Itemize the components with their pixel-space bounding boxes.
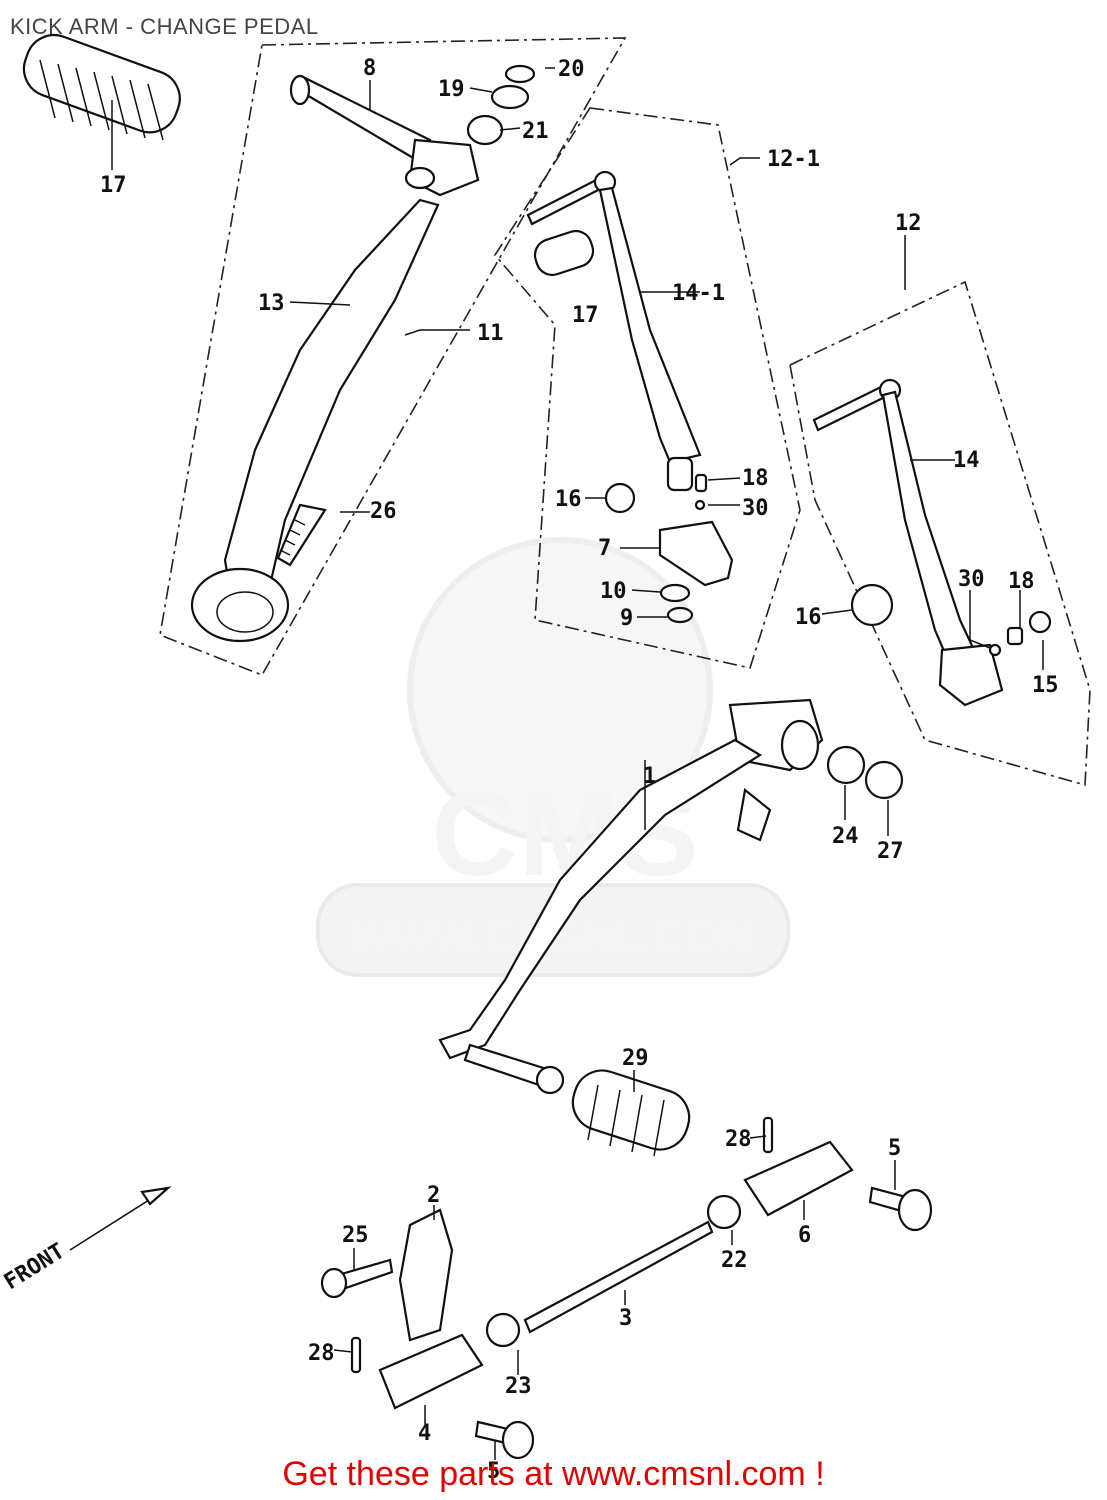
callout-18b: 18 xyxy=(1008,569,1035,594)
callout-7: 7 xyxy=(598,536,611,561)
front-direction-arrow: FRONT xyxy=(0,1186,172,1295)
part-24-washer xyxy=(826,745,866,785)
callout-5b: 5 xyxy=(487,1459,500,1484)
callout-23: 23 xyxy=(505,1374,532,1399)
callout-24: 24 xyxy=(832,824,859,849)
callout-12-1: 12-1 xyxy=(767,147,820,172)
part-25-bolt xyxy=(320,1258,394,1299)
callout-17: 17 xyxy=(100,173,127,198)
leader-lines xyxy=(111,67,1044,1460)
part-26-bolt xyxy=(276,503,327,567)
part-7-arm xyxy=(658,520,734,587)
part-4-joint xyxy=(378,1333,484,1410)
callout-9: 9 xyxy=(620,606,633,631)
part-2-arm xyxy=(398,1208,454,1342)
part-6-joint xyxy=(743,1140,854,1217)
callout-28: 28 xyxy=(725,1127,752,1152)
part-27-nut xyxy=(864,760,904,800)
front-label: FRONT xyxy=(0,1239,69,1295)
callout-19: 19 xyxy=(438,77,465,102)
part-19-washer xyxy=(490,84,530,110)
footer-promo-link[interactable]: Get these parts at www.cmsnl.com ! xyxy=(282,1455,825,1493)
callout-11: 11 xyxy=(477,321,504,346)
part-5-pin-b xyxy=(474,1420,535,1460)
part-17-grip-small xyxy=(533,229,595,277)
part-21-seal xyxy=(466,114,504,146)
part-18-spring xyxy=(694,473,708,493)
callout-14: 14 xyxy=(953,448,980,473)
part-28-pin xyxy=(762,1116,774,1154)
kick-arm-group-outline xyxy=(159,37,627,676)
callout-21: 21 xyxy=(522,119,549,144)
page-title: KICK ARM - CHANGE PEDAL xyxy=(10,14,319,39)
part-17-grip xyxy=(22,33,181,141)
callout-16b: 16 xyxy=(795,605,822,630)
callout-8: 8 xyxy=(363,56,376,81)
callout-4: 4 xyxy=(418,1421,431,1446)
callout-10: 10 xyxy=(600,579,627,604)
part-20-washer xyxy=(504,64,536,84)
callout-3: 3 xyxy=(619,1306,632,1331)
callout-30: 30 xyxy=(742,496,769,521)
callout-27: 27 xyxy=(877,839,904,864)
change-pedal-group-12-1-outline xyxy=(494,107,801,669)
part-9-clip xyxy=(666,606,694,624)
part-3-rod xyxy=(523,1220,714,1334)
callout-20: 20 xyxy=(558,57,585,82)
callout-5: 5 xyxy=(888,1136,901,1161)
part-23-nut xyxy=(485,1312,521,1348)
callout-17b: 17 xyxy=(572,303,599,328)
callout-15: 15 xyxy=(1032,673,1059,698)
callout-labels: 1 2 3 4 5 5 6 7 8 9 10 11 12 12-1 13 14 … xyxy=(100,56,1059,1484)
part-11-kick-arm xyxy=(190,198,440,643)
callout-14-1: 14-1 xyxy=(672,281,725,306)
callout-16: 16 xyxy=(555,487,582,512)
part-10-washer xyxy=(659,583,691,603)
callout-25: 25 xyxy=(342,1223,369,1248)
part-22-nut xyxy=(706,1194,742,1230)
part-28-pin-b xyxy=(350,1336,362,1374)
callout-30b: 30 xyxy=(958,567,985,592)
part-29-rubber xyxy=(571,1069,691,1157)
callout-29: 29 xyxy=(622,1046,649,1071)
callout-2: 2 xyxy=(427,1183,440,1208)
callout-26: 26 xyxy=(370,499,397,524)
callout-28b: 28 xyxy=(308,1341,335,1366)
part-1-change-pedal xyxy=(438,698,824,1095)
part-5-pin xyxy=(868,1186,933,1232)
change-pedal-group-12-outline xyxy=(789,280,1091,787)
part-8-kick-shaft xyxy=(289,74,480,197)
part-14-1-pedal xyxy=(526,170,702,492)
part-30-ball xyxy=(694,499,706,511)
part-18-spring-b xyxy=(1006,626,1024,646)
callout-13: 13 xyxy=(258,291,285,316)
part-15-bolt xyxy=(1028,610,1052,634)
callout-1: 1 xyxy=(643,764,656,789)
part-14-pedal xyxy=(812,378,1004,707)
callout-18: 18 xyxy=(742,466,769,491)
part-16-cap-b xyxy=(850,583,894,627)
callout-22: 22 xyxy=(721,1248,748,1273)
part-16-cap xyxy=(604,482,636,514)
callout-6: 6 xyxy=(798,1223,811,1248)
callout-12: 12 xyxy=(895,211,922,236)
part-30-ball-b xyxy=(988,643,1002,657)
